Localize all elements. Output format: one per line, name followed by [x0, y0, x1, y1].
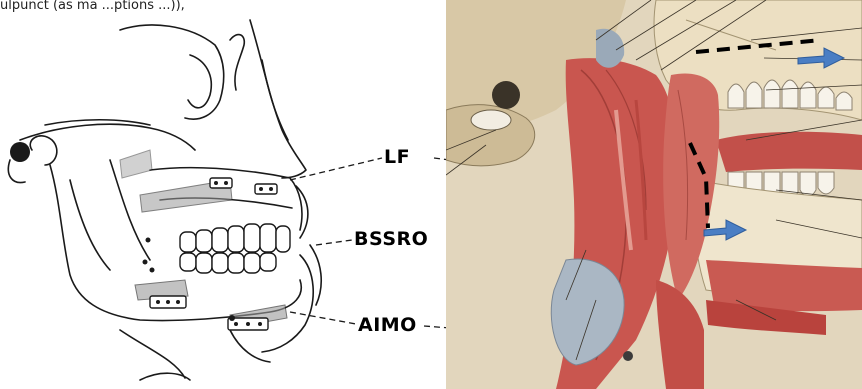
- label-bssro: BSSRO: [354, 228, 428, 250]
- anatomy-illustration-panel: [446, 0, 862, 389]
- label-aimo: AIMO: [358, 314, 417, 336]
- surgical-diagram-panel: ulpunct (as ma ...ptions ...)),: [0, 0, 450, 389]
- label-lf: LF: [384, 146, 410, 168]
- muscle-anatomy-drawing: [446, 0, 862, 389]
